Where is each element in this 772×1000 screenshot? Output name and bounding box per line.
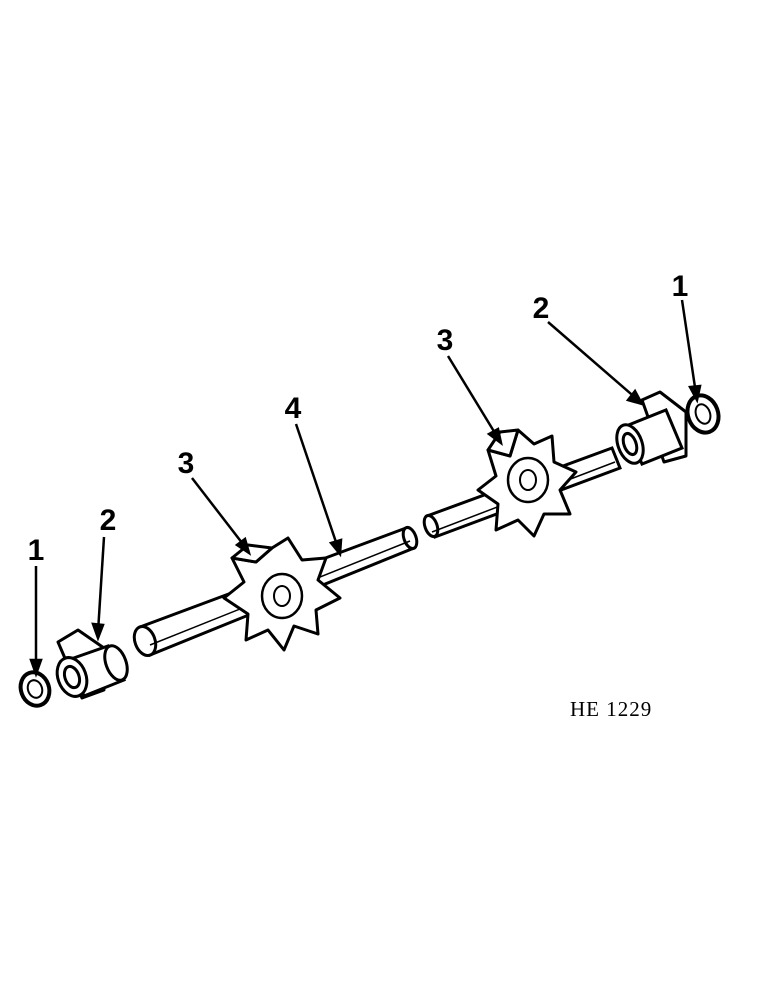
leader-lines <box>29 299 702 678</box>
callout-2-right: 2 <box>533 292 550 325</box>
right-washer <box>685 393 721 435</box>
callout-3-right: 3 <box>437 324 454 357</box>
callout-1-left: 1 <box>28 534 45 567</box>
callout-1-right: 1 <box>672 270 689 303</box>
left-washer <box>18 670 52 708</box>
left-sprocket <box>222 536 342 652</box>
callout-3-left: 3 <box>178 447 195 480</box>
right-bearing <box>615 390 688 466</box>
callout-2-left: 2 <box>100 504 117 537</box>
figure-code: HE 1229 <box>570 697 652 721</box>
callout-4: 4 <box>285 392 302 425</box>
right-sprocket <box>476 428 578 538</box>
left-bearing <box>55 628 129 700</box>
